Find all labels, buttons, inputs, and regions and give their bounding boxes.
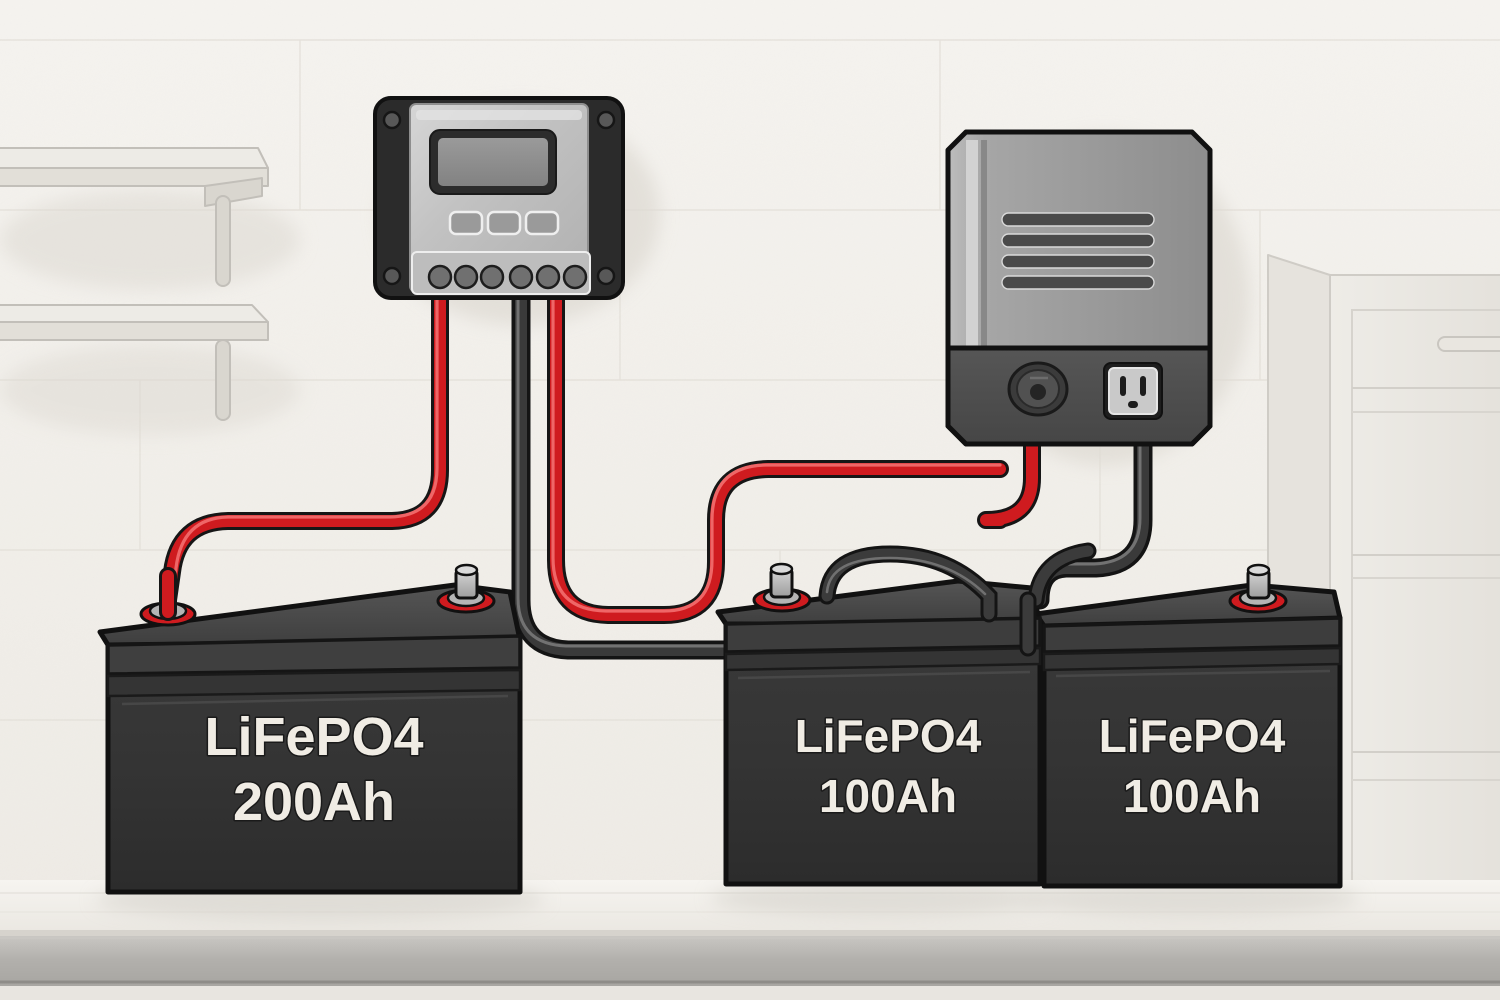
- battery-middle-chemistry: LiFePO4: [795, 710, 982, 762]
- counter-edge: [0, 930, 1500, 1000]
- inverter-vent-slots: [1001, 212, 1155, 290]
- mounting-screw-icon: [382, 266, 402, 286]
- mounting-screw-icon: [596, 266, 616, 286]
- battery-left-capacity: 200Ah: [233, 772, 395, 832]
- cable-red-controller-to-left-battery: [159, 286, 449, 609]
- controller-button-2[interactable]: [486, 210, 522, 236]
- battery-right-chemistry: LiFePO4: [1099, 710, 1286, 762]
- cable-red-controller-to-right-bank: [547, 286, 1009, 624]
- shelf-upper: [0, 147, 300, 290]
- inverter-rotary-dial[interactable]: [1007, 361, 1069, 417]
- terminal-screws: [427, 264, 588, 290]
- battery-right-capacity: 100Ah: [1123, 770, 1261, 822]
- battery-handles: [818, 542, 1097, 623]
- mounting-screw-icon: [382, 110, 402, 130]
- battery-middle[interactable]: LiFePO4 100Ah: [715, 562, 1043, 887]
- controller-button-1[interactable]: [448, 210, 484, 236]
- battery-left-chemistry: LiFePO4: [204, 707, 423, 767]
- shelf-lower: [0, 304, 300, 435]
- cabinet-handle-icon[interactable]: [1437, 336, 1500, 352]
- cable-red-inverter-dc: [977, 431, 1041, 529]
- battery-left[interactable]: LiFePO4 200Ah: [97, 563, 523, 895]
- battery-middle-terminal-positive: [752, 562, 812, 613]
- outlet-slot-right: [1140, 376, 1146, 396]
- outlet-ground-slot: [1128, 401, 1138, 408]
- outlet-slot-left: [1120, 376, 1126, 396]
- charge-controller[interactable]: [373, 96, 625, 300]
- cable-black-controller-down: [511, 285, 1040, 660]
- battery-right[interactable]: LiFePO4 100Ah: [1033, 563, 1343, 889]
- battery-middle-capacity: 100Ah: [819, 770, 957, 822]
- controller-button-3[interactable]: [524, 210, 560, 236]
- inverter-ac-outlet[interactable]: [1103, 362, 1163, 420]
- power-inverter[interactable]: [945, 129, 1213, 447]
- cable-harness: [159, 285, 1153, 660]
- lcd-display: [438, 138, 548, 186]
- battery-right-terminal-positive: [1228, 563, 1288, 614]
- controller-button-row[interactable]: [448, 210, 560, 236]
- battery-left-terminal-negative: [436, 563, 496, 614]
- mounting-screw-icon: [596, 110, 616, 130]
